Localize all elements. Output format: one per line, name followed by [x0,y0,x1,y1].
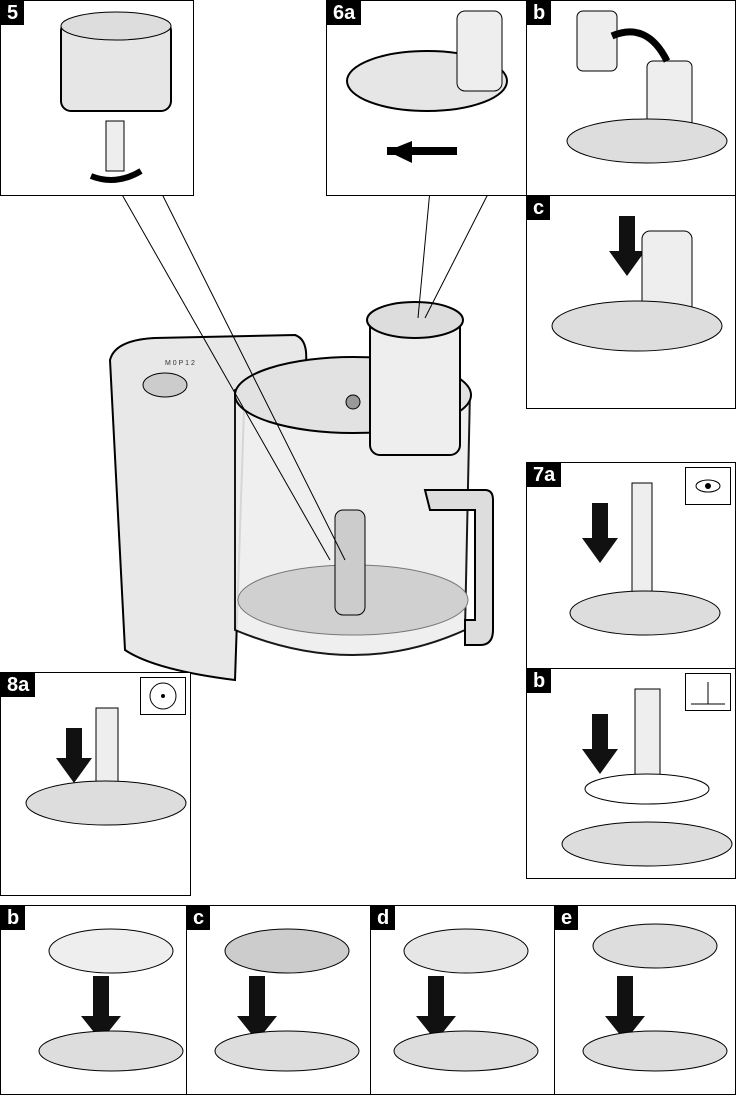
step-label: d [371,906,396,930]
step-8e-panel: e [554,905,736,1095]
food-processor-illustration: M 0 P 1 2 [95,300,505,700]
step-8a-panel: 8a [0,672,191,896]
blade-icon [685,467,731,505]
disc-icon [140,677,186,715]
step-label: b [527,1,552,25]
step-label: 7a [527,463,562,487]
step-label: b [1,906,26,930]
dial-labels: M 0 P 1 2 [165,360,195,367]
step-7b-panel: b [526,668,736,879]
step-8c-panel: c [186,905,371,1095]
step-label: 8a [1,673,36,697]
step-6b-panel: b [526,0,736,196]
step-6c-panel: c [526,195,736,409]
step-label: c [527,196,551,220]
step-5-panel: 5 [0,0,194,196]
whisk-icon [685,673,731,711]
step-label: e [555,906,579,930]
step-6a-panel: 6a [326,0,527,196]
step-label: 6a [327,1,362,25]
step-8b-panel: b [0,905,187,1095]
step-8d-panel: d [370,905,555,1095]
step-label: 5 [1,1,25,25]
step-7a-panel: 7a [526,462,736,669]
step-label: c [187,906,211,930]
step-label: b [527,669,552,693]
